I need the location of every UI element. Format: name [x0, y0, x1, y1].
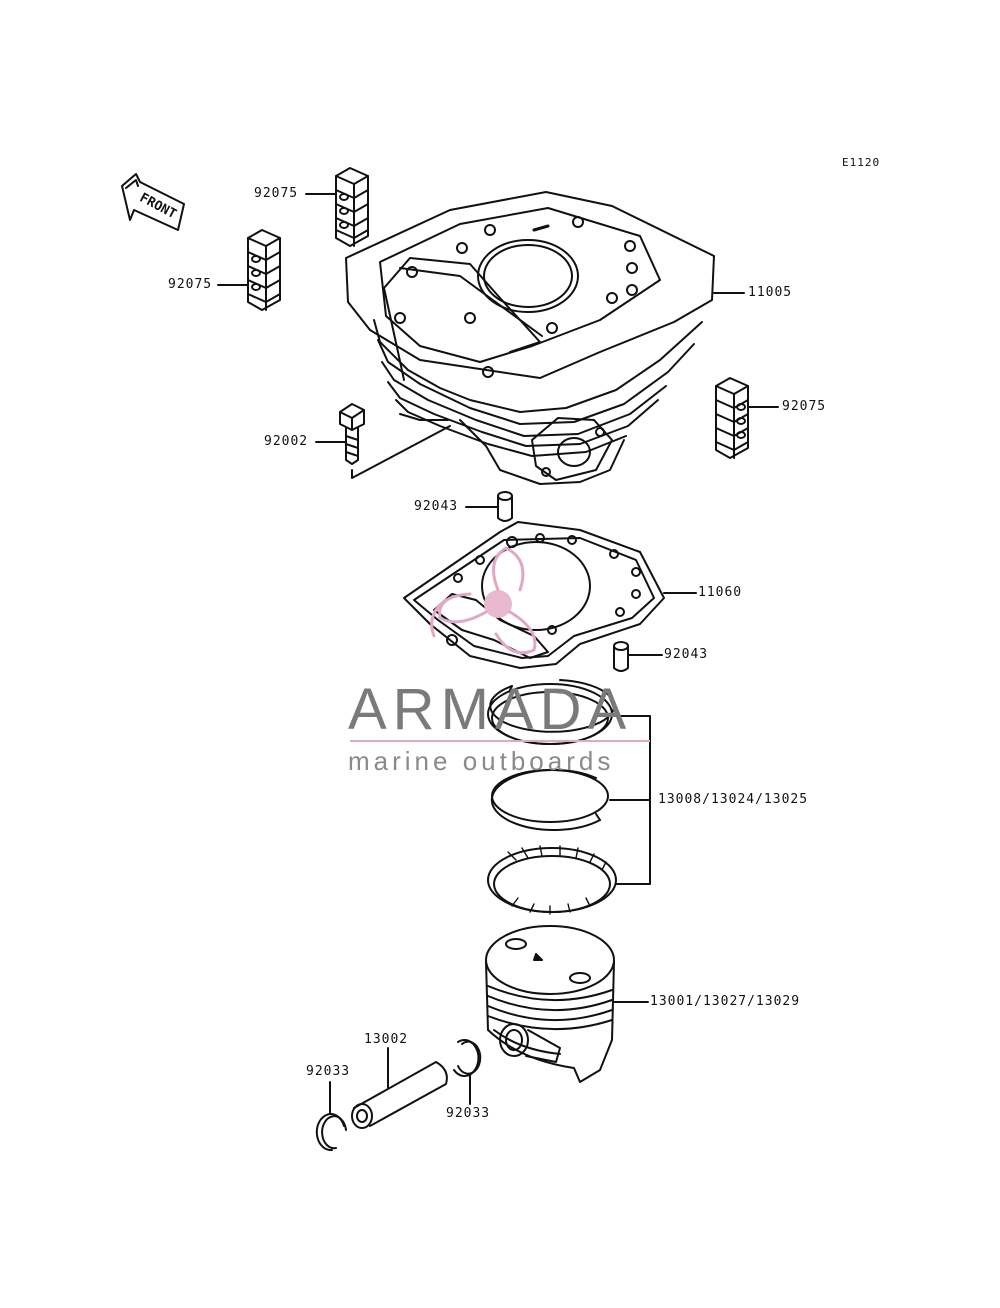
label-11005: 11005 [748, 285, 793, 300]
snap-ring-92033-left [315, 1081, 347, 1152]
watermark-title: ARMADA [348, 677, 633, 742]
dowel-92043-bottom [613, 641, 663, 672]
watermark-subtitle: marine outboards [348, 746, 615, 776]
label-92075-left: 92075 [168, 277, 213, 292]
label-92033-right: 92033 [446, 1106, 491, 1121]
label-92075-top: 92075 [254, 186, 299, 201]
gasket-11060 [403, 521, 697, 669]
damper-92075-right [715, 377, 779, 459]
cylinder-11005 [345, 191, 745, 485]
piston-pin-13002 [351, 1047, 448, 1129]
watermark-logo-icon [430, 546, 537, 655]
front-label: FRONT [137, 191, 179, 223]
label-11060: 11060 [698, 585, 743, 600]
label-92075-right: 92075 [782, 399, 827, 414]
damper-92075-left [217, 229, 281, 311]
bolt-92002 [315, 403, 451, 479]
label-13008: 13008/13024/13025 [658, 792, 809, 807]
watermark-divider [350, 740, 650, 742]
damper-92075-top [305, 167, 369, 247]
diagram-code: E1120 [842, 156, 881, 169]
dowel-92043-top [465, 491, 513, 522]
label-13002: 13002 [364, 1032, 409, 1047]
label-92002: 92002 [264, 434, 309, 449]
piston-rings-13008 [487, 679, 651, 915]
label-92043-top: 92043 [414, 499, 459, 514]
label-92033-left: 92033 [306, 1064, 351, 1079]
snap-ring-92033-right [453, 1039, 482, 1105]
label-13001: 13001/13027/13029 [650, 994, 801, 1009]
front-arrow-icon: FRONT [121, 173, 185, 231]
piston-13001 [485, 925, 649, 1083]
label-92043-bottom: 92043 [664, 647, 709, 662]
